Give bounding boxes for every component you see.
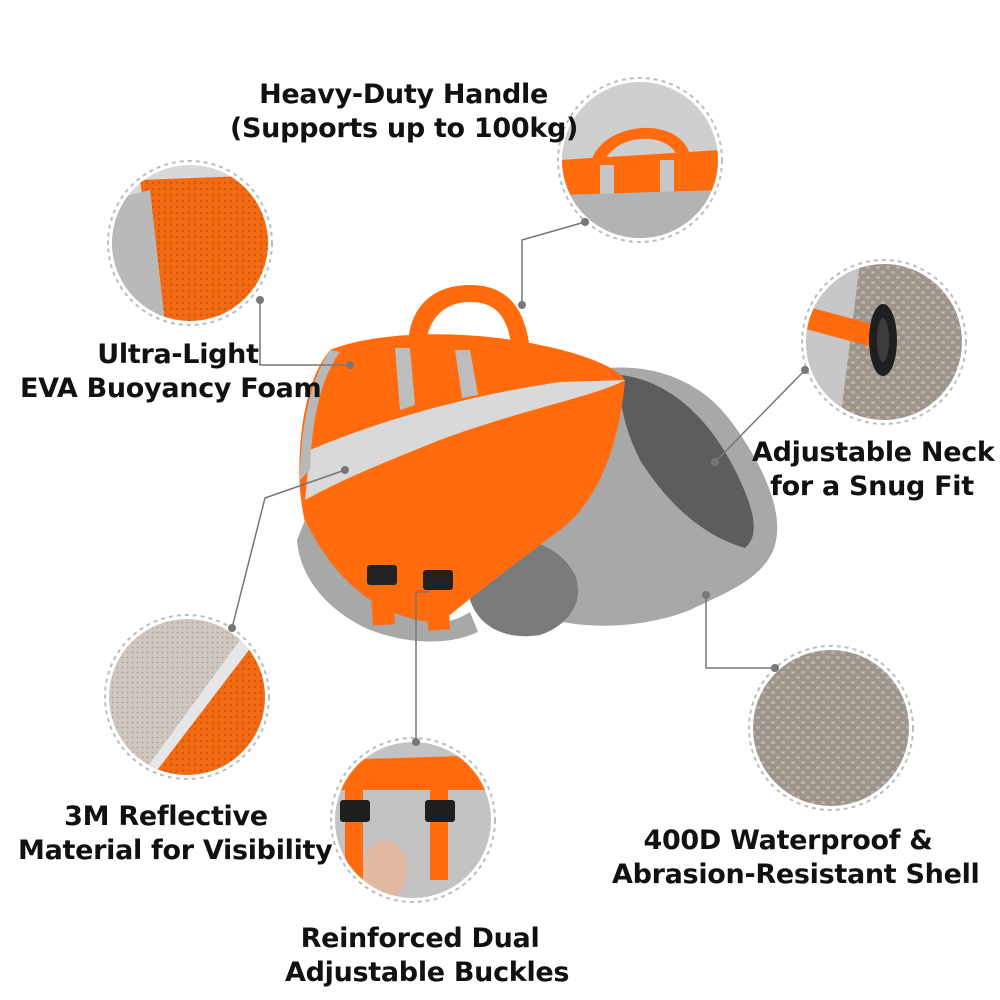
- label-shell: 400D Waterproof & Abrasion-Resistant She…: [612, 824, 980, 892]
- label-shell-line1: 400D Waterproof &: [643, 825, 933, 856]
- buckle-2: [423, 570, 453, 590]
- label-handle-line1: Heavy-Duty Handle: [259, 79, 548, 110]
- top-strap-1: [395, 348, 415, 410]
- side-panel: [300, 350, 340, 480]
- leader-dots: [228, 218, 809, 746]
- label-buckles: Reinforced Dual Adjustable Buckles: [285, 922, 570, 990]
- label-buckles-line2: Adjustable Buckles: [285, 957, 570, 988]
- leader-buckles: [415, 591, 430, 742]
- buckle-1: [367, 565, 397, 585]
- label-shell-line2: Abrasion-Resistant Shell: [612, 859, 980, 890]
- vest-hem: [297, 520, 478, 642]
- dog-life-vest: [297, 285, 778, 642]
- leader-shell: [705, 595, 775, 669]
- label-foam: Ultra-Light EVA Buoyancy Foam: [20, 338, 322, 406]
- detail-reflective: [104, 614, 270, 780]
- label-neck-line2: for a Snug Fit: [770, 471, 974, 502]
- label-reflective-line1: 3M Reflective: [64, 801, 268, 832]
- label-handle-line2: (Supports up to 100kg): [230, 113, 579, 144]
- detail-handle: [557, 77, 723, 243]
- label-foam-line1: Ultra-Light: [97, 339, 259, 370]
- label-buckles-line1: Reinforced Dual: [300, 923, 540, 954]
- neck-lining: [619, 375, 754, 548]
- label-handle: Heavy-Duty Handle (Supports up to 100kg): [230, 78, 579, 146]
- reflective-stripe: [305, 380, 625, 500]
- vest-handle: [408, 285, 530, 350]
- label-reflective: 3M Reflective Material for Visibility: [18, 800, 333, 868]
- detail-neck: [801, 259, 967, 425]
- label-reflective-line2: Material for Visibility: [18, 835, 333, 866]
- label-neck-line1: Adjustable Neck: [752, 437, 995, 468]
- detail-foam: [107, 160, 273, 326]
- leader-handle: [521, 221, 586, 305]
- detail-shell: [748, 645, 914, 811]
- label-neck: Adjustable Neck for a Snug Fit: [752, 436, 995, 504]
- leader-neck: [714, 369, 806, 463]
- leader-reflective: [231, 469, 346, 629]
- chest-panel: [520, 367, 778, 626]
- leader-lines: [231, 221, 806, 742]
- leader-foam: [259, 300, 350, 366]
- top-strap-2: [455, 350, 478, 398]
- label-foam-line2: EVA Buoyancy Foam: [20, 373, 322, 404]
- detail-buckles: [330, 737, 496, 903]
